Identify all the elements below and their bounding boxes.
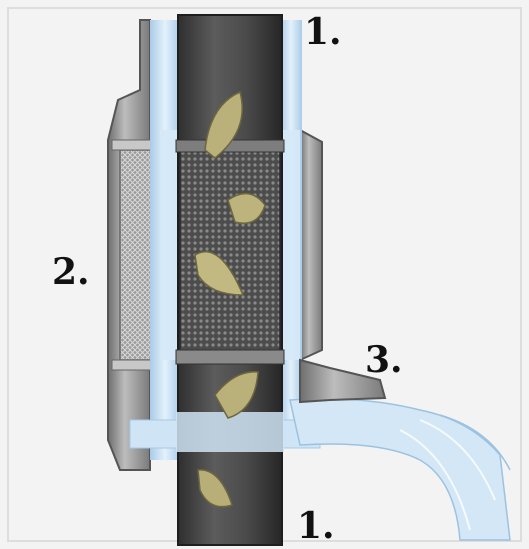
label-inlet-top: 1. xyxy=(304,14,342,50)
inner-filter-screen xyxy=(180,150,280,355)
label-housing: 2. xyxy=(52,254,90,290)
side-filter-mesh xyxy=(120,150,154,360)
label-outlet-bottom: 1. xyxy=(297,508,335,544)
label-side-outlet: 3. xyxy=(365,342,403,378)
